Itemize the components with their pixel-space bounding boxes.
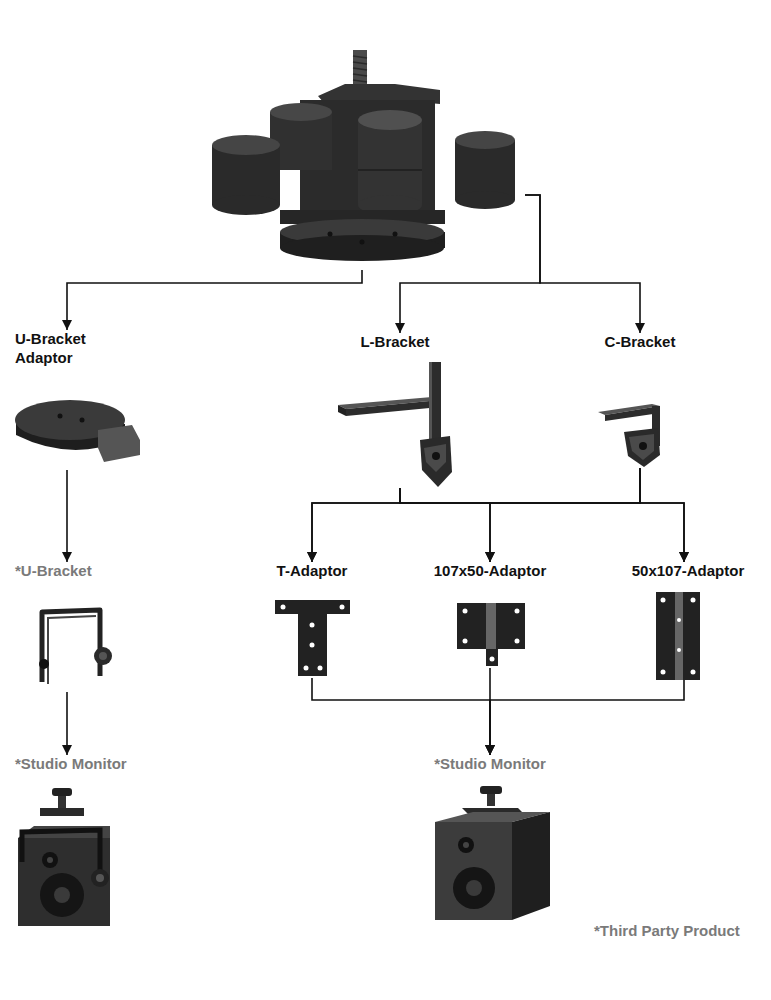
flow-connector [490, 680, 684, 755]
third-party-node: *Studio Monitor [15, 755, 175, 928]
flow-connector [66, 692, 68, 755]
u-bracket-adaptor-illustration [15, 400, 140, 462]
product-label: U-Bracket Adaptor [15, 330, 120, 368]
studio-monitor-illustration [435, 786, 550, 920]
l-bracket-illustration [338, 362, 452, 487]
third-party-label: *Studio Monitor [15, 755, 175, 774]
product-node: C-Bracket [585, 333, 695, 468]
product-label: 50x107-Adaptor [608, 562, 768, 581]
flow-connector [67, 270, 362, 330]
t-adaptor-illustration [275, 600, 350, 676]
product-node: U-Bracket Adaptor [15, 330, 150, 470]
c-bracket-illustration [598, 404, 660, 467]
third-party-node: *U-Bracket [15, 562, 125, 692]
flow-connector [312, 678, 490, 755]
product-label: T-Adaptor [262, 562, 362, 581]
product-node: L-Bracket [330, 333, 460, 488]
footnote-label: *Third Party Product [594, 922, 740, 939]
third-party-label: *U-Bracket [15, 562, 125, 581]
flow-connector [640, 468, 684, 562]
mount-node [200, 40, 525, 270]
adaptor-50x107-illustration [656, 592, 700, 680]
flow-connector [66, 470, 68, 562]
product-label: 107x50-Adaptor [415, 562, 565, 581]
flow-connector [312, 488, 400, 562]
adaptor-node: T-Adaptor [262, 562, 362, 678]
third-party-label: *Studio Monitor [410, 755, 570, 774]
flow-connector [525, 195, 640, 333]
adaptor-node: 50x107-Adaptor [608, 562, 768, 680]
product-label: L-Bracket [330, 333, 460, 352]
third-party-node: *Studio Monitor [410, 755, 570, 922]
u-bracket-illustration [39, 610, 112, 684]
flow-connector [400, 488, 684, 562]
flow-connector [400, 488, 490, 562]
adaptor-107x50-illustration [457, 603, 525, 666]
studio-monitor-illustration [18, 788, 110, 926]
product-label: C-Bracket [585, 333, 695, 352]
adaptor-node: 107x50-Adaptor [415, 562, 565, 668]
flow-connector [490, 468, 640, 562]
flow-connector [400, 195, 540, 333]
mount-illustration [212, 50, 515, 261]
flow-connector [312, 468, 640, 562]
